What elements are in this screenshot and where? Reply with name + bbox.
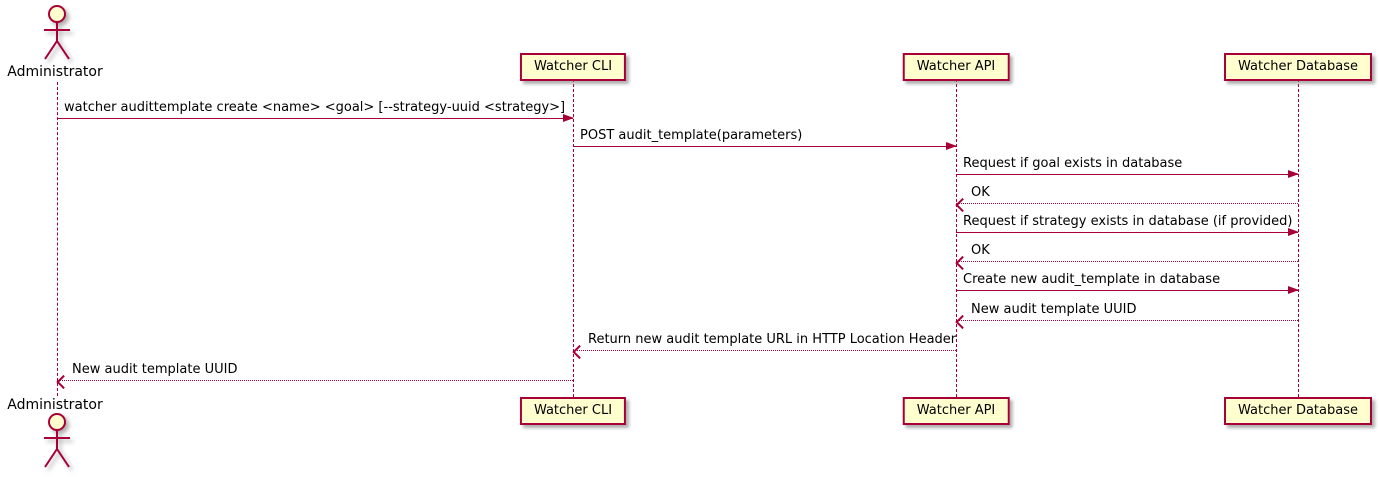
participant-watcher-cli-bottom: Watcher CLI (519, 397, 627, 425)
arrowhead-icon (955, 255, 970, 271)
lifeline-administrator (57, 82, 58, 396)
message-label: New audit template UUID (971, 302, 1137, 317)
message-label: OK (971, 243, 990, 258)
message-label: OK (971, 185, 990, 200)
actor-icon (37, 4, 77, 68)
arrowhead-icon (563, 114, 574, 122)
participant-watcher-api-top: Watcher API (902, 53, 1010, 81)
participant-watcher-cli-top: Watcher CLI (519, 53, 627, 81)
message-label: Request if strategy exists in database (… (963, 214, 1293, 229)
message-line (956, 320, 1298, 321)
arrowhead-icon (1288, 286, 1299, 294)
lifeline-watcher-database (1298, 79, 1299, 397)
message-line (956, 290, 1298, 291)
arrowhead-icon (1288, 228, 1299, 236)
arrowhead-icon (1288, 170, 1299, 178)
message-line (573, 350, 956, 351)
message-label: watcher audittemplate create <name> <goa… (64, 100, 566, 115)
actor-label-top: Administrator (7, 64, 103, 80)
participant-watcher-api-bottom: Watcher API (902, 397, 1010, 425)
lifeline-watcher-api (956, 79, 957, 397)
actor-icon (37, 412, 77, 476)
arrowhead-icon (955, 314, 970, 330)
message-line (57, 380, 573, 381)
arrowhead-icon (955, 197, 970, 213)
message-label: New audit template UUID (72, 362, 238, 377)
lifeline-watcher-cli (573, 79, 574, 397)
actor-label-bottom: Administrator (7, 397, 103, 413)
message-line (57, 118, 573, 119)
participant-watcher-database-bottom: Watcher Database (1224, 397, 1372, 425)
message-line (573, 146, 956, 147)
participant-watcher-database-top: Watcher Database (1224, 53, 1372, 81)
message-label: Return new audit template URL in HTTP Lo… (588, 332, 957, 347)
message-label: Request if goal exists in database (963, 156, 1183, 171)
arrowhead-icon (572, 344, 587, 360)
message-line (956, 261, 1298, 262)
arrowhead-icon (56, 374, 71, 390)
message-line (956, 174, 1298, 175)
message-line (956, 232, 1298, 233)
message-label: POST audit_template(parameters) (580, 128, 803, 143)
message-label: Create new audit_template in database (963, 272, 1221, 287)
message-line (956, 203, 1298, 204)
arrowhead-icon (946, 142, 957, 150)
